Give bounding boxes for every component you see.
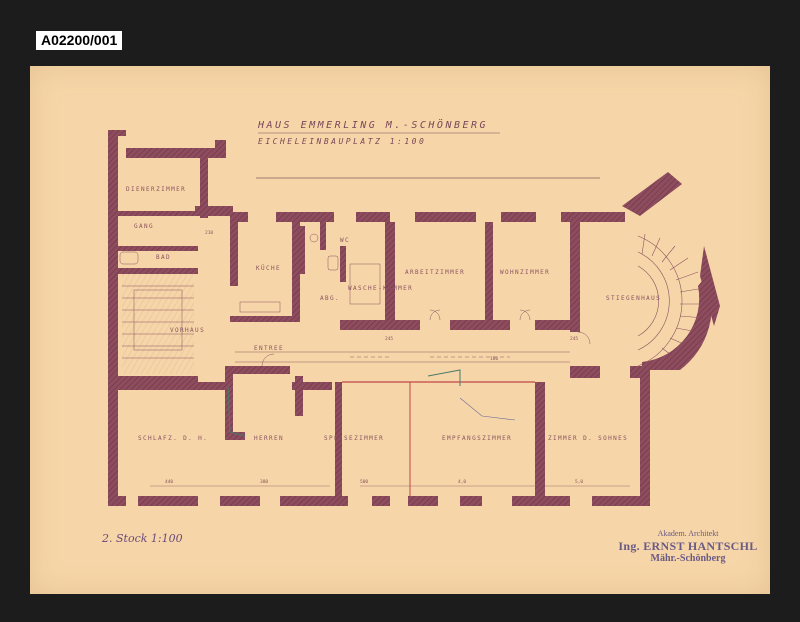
room-stiegenhaus: STIEGENHAUS bbox=[606, 295, 661, 302]
svg-text:245: 245 bbox=[570, 336, 578, 342]
room-arbeitzimmer: ARBEITZIMMER bbox=[405, 269, 465, 276]
room-wohnzimmer: WOHNZIMMER bbox=[500, 269, 550, 276]
room-wc: WC bbox=[340, 237, 350, 244]
svg-text:440: 440 bbox=[165, 479, 173, 485]
stamp-line-place: Mähr.-Schönberg bbox=[650, 553, 726, 564]
stamp-line-name: Ing. ERNST HANTSCHL bbox=[618, 539, 758, 553]
room-speisezimmer: SPEISEZIMMER bbox=[324, 435, 384, 442]
room-abg: ABG. bbox=[320, 295, 340, 302]
plan-subtitle: EICHELEINBAUPLATZ 1:100 bbox=[258, 137, 426, 146]
room-gang: GANG bbox=[134, 223, 154, 230]
floor-caption: 2. Stock 1:100 bbox=[101, 532, 183, 545]
svg-text:4,0: 4,0 bbox=[458, 479, 466, 485]
stamp-line-title: Akadem. Architekt bbox=[657, 529, 719, 538]
room-dienerzimmer: DIENERZIMMER bbox=[126, 186, 186, 193]
architect-stamp: Akadem. Architekt Ing. ERNST HANTSCHL Mä… bbox=[618, 530, 758, 564]
room-herren: HERREN bbox=[254, 435, 284, 442]
svg-text:380: 380 bbox=[260, 479, 268, 485]
archive-id-label: A02200/001 bbox=[36, 31, 123, 50]
room-vorhaus: VORHAUS bbox=[170, 327, 205, 334]
room-bad: BAD bbox=[156, 254, 171, 261]
plan-title: HAUS EMMERLING M.-SCHÖNBERG bbox=[257, 118, 488, 131]
svg-text:210: 210 bbox=[205, 230, 213, 236]
room-entree: ENTREE bbox=[254, 345, 284, 352]
floor-plan-drawing: HAUS EMMERLING M.-SCHÖNBERG EICHELEINBAU… bbox=[101, 118, 720, 545]
room-wasche-kammer: WASCHE-KAMMER bbox=[348, 285, 413, 292]
svg-text:245: 245 bbox=[385, 336, 393, 342]
walls bbox=[108, 130, 720, 506]
drawing-sheet: HAUS EMMERLING M.-SCHÖNBERG EICHELEINBAU… bbox=[30, 66, 770, 594]
svg-text:500: 500 bbox=[360, 479, 368, 485]
room-empfangszimmer: EMPFANGSZIMMER bbox=[442, 435, 512, 442]
room-zimmer-sohnes: ZIMMER D. SOHNES bbox=[548, 435, 628, 442]
svg-text:5,0: 5,0 bbox=[575, 479, 583, 485]
room-schlafzimmer: SCHLAFZ. D. H. bbox=[138, 435, 208, 442]
room-kueche: KÜCHE bbox=[256, 265, 281, 272]
svg-text:180: 180 bbox=[490, 356, 498, 362]
